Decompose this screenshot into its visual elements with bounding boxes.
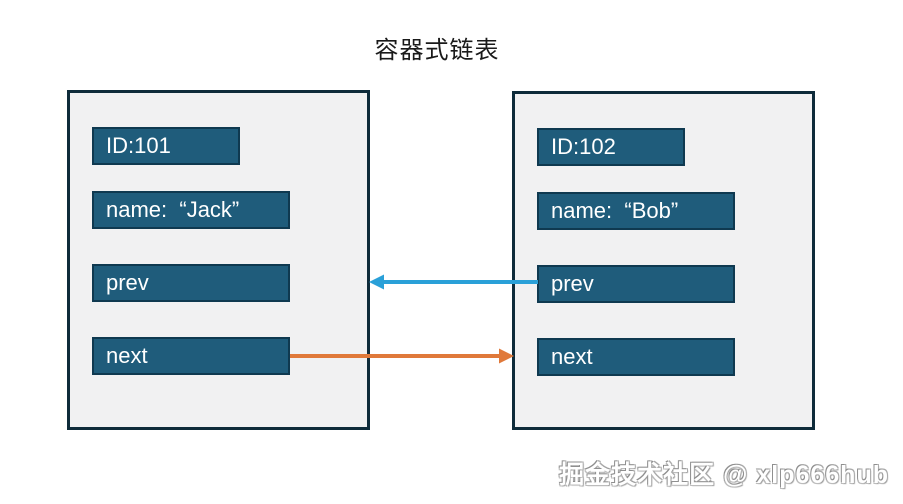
node1-name-field: name: “Jack”	[92, 191, 290, 229]
node1-next-field: next	[92, 337, 290, 375]
node1-prev-field: prev	[92, 264, 290, 302]
watermark: 掘金技术社区 @ xlp666hub	[559, 461, 889, 489]
node2-next-field: next	[537, 338, 735, 376]
node2-id-field: ID:102	[537, 128, 685, 166]
list-node-container-2: ID:102 name: “Bob” prev next	[512, 91, 815, 430]
diagram-title: 容器式链表	[374, 37, 500, 64]
node2-prev-field: prev	[537, 265, 735, 303]
prev-pointer-arrow-head	[369, 274, 384, 290]
node1-id-field: ID:101	[92, 127, 240, 165]
node2-name-field: name: “Bob”	[537, 192, 735, 230]
list-node-container-1: ID:101 name: “Jack” prev next	[67, 90, 370, 430]
